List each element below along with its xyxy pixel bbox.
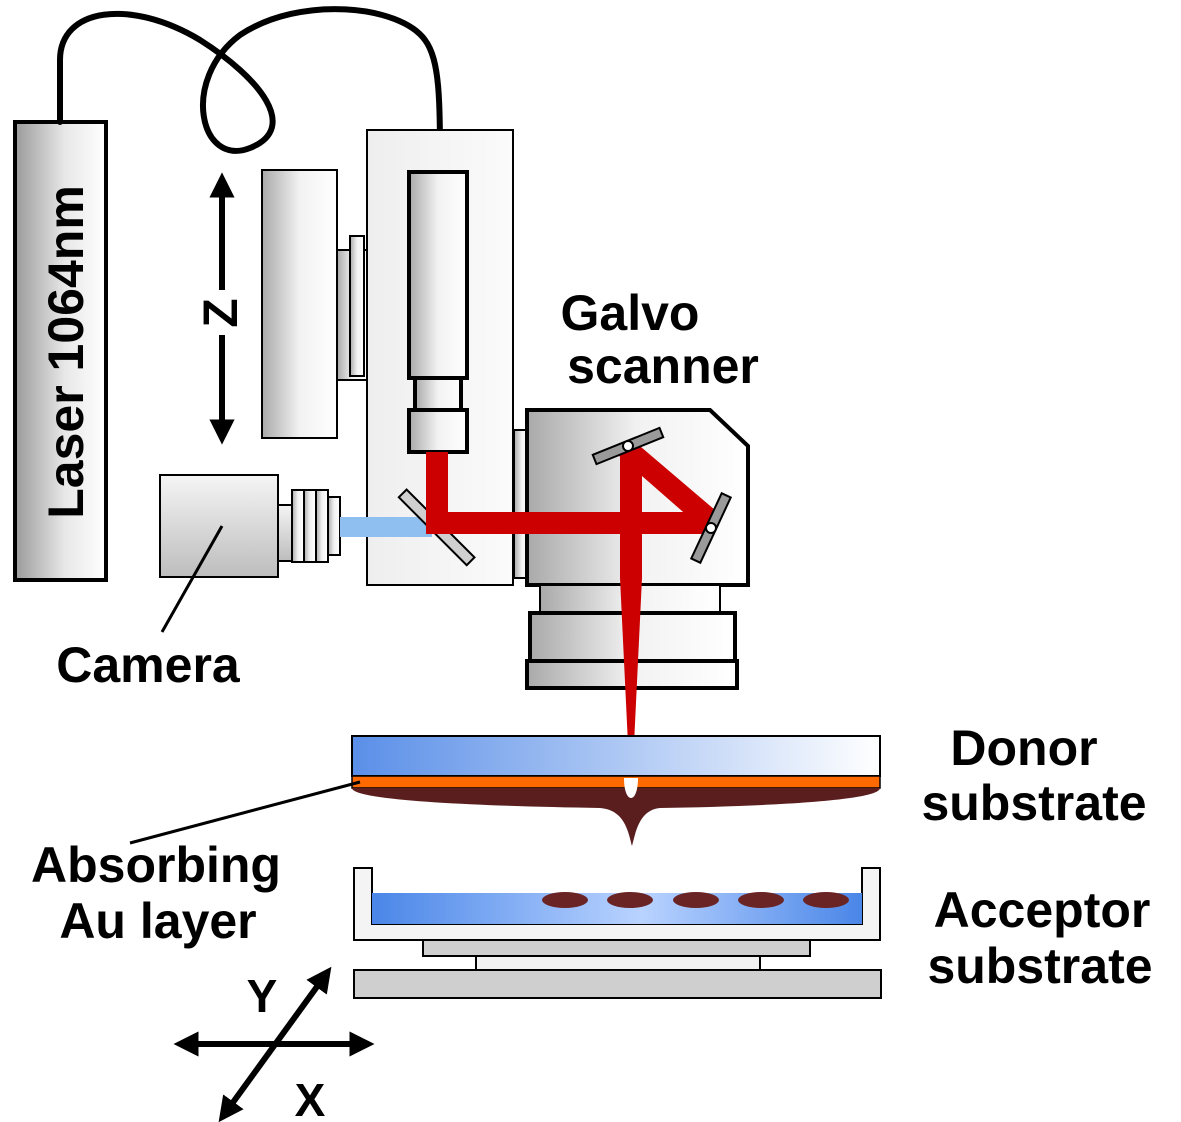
donor-glass [351,735,881,777]
camera-lens-ring-2 [303,489,317,563]
xy-axes: Y X [173,966,375,1122]
laser-beam-vertical [620,448,642,578]
absorbing-leader-line [129,780,361,845]
droplet-1 [542,892,588,908]
ink-film [352,788,880,846]
stage-spacer [475,955,761,971]
acceptor-label-line1: Acceptor [934,882,1151,938]
camera-lens-ring-3 [315,489,329,563]
camera-leader-line [160,525,224,633]
laser-beam-diagonal [618,441,722,532]
optical-fiber [57,6,443,175]
laser-beam-horizontal [426,512,708,534]
collimator-lens [407,408,469,454]
laser-spot [624,778,638,798]
x-axis-label: X [295,1074,326,1122]
laser-source: Laser 1064nm [13,120,108,582]
galvo-mirror-1-pivot [622,440,634,452]
laser-beam [426,441,722,786]
acceptor-holder [422,939,811,957]
z-axis-arrow: Z [195,172,248,445]
collimator-ring [413,376,463,412]
camera-body [159,474,279,578]
donor-label-line2: substrate [921,775,1146,831]
z-stage [261,169,368,439]
absorbing-label-line2: Au layer [59,893,256,949]
y-axis-label: Y [247,970,278,1022]
absorbing-label-line1: Absorbing [31,837,281,893]
z-axis-label: Z [195,298,248,327]
acceptor-assembly [353,867,882,999]
z-stage-bracket-inner [349,235,365,377]
droplet-5 [803,892,849,908]
au-layer [351,775,881,789]
donor-label-line1: Donor [950,720,1097,776]
collimator-body [407,170,469,380]
donor-substrate [351,735,881,846]
galvo-label-line2: scanner [567,338,759,394]
camera-lens-ring-1 [291,489,305,563]
laser-label: Laser 1064nm [38,185,94,519]
droplet-4 [738,892,784,908]
xy-stage [353,969,882,999]
droplet-2 [607,892,653,908]
laser-box [13,120,108,582]
droplet-3 [673,892,719,908]
laser-beam-focused [620,578,642,786]
camera-lens-base [277,504,293,562]
camera-lens-front [327,496,341,556]
acceptor-label-line2: substrate [927,938,1152,994]
galvo-mirror-2-pivot [705,522,717,534]
camera-label: Camera [56,637,241,693]
galvo-label-line1: Galvo [561,285,700,341]
camera [159,474,341,578]
camera-beam [340,517,432,537]
collimator [407,170,469,454]
y-axis-arrow [218,966,332,1122]
z-stage-plate [261,169,338,439]
galvo-mirrors [591,426,733,565]
